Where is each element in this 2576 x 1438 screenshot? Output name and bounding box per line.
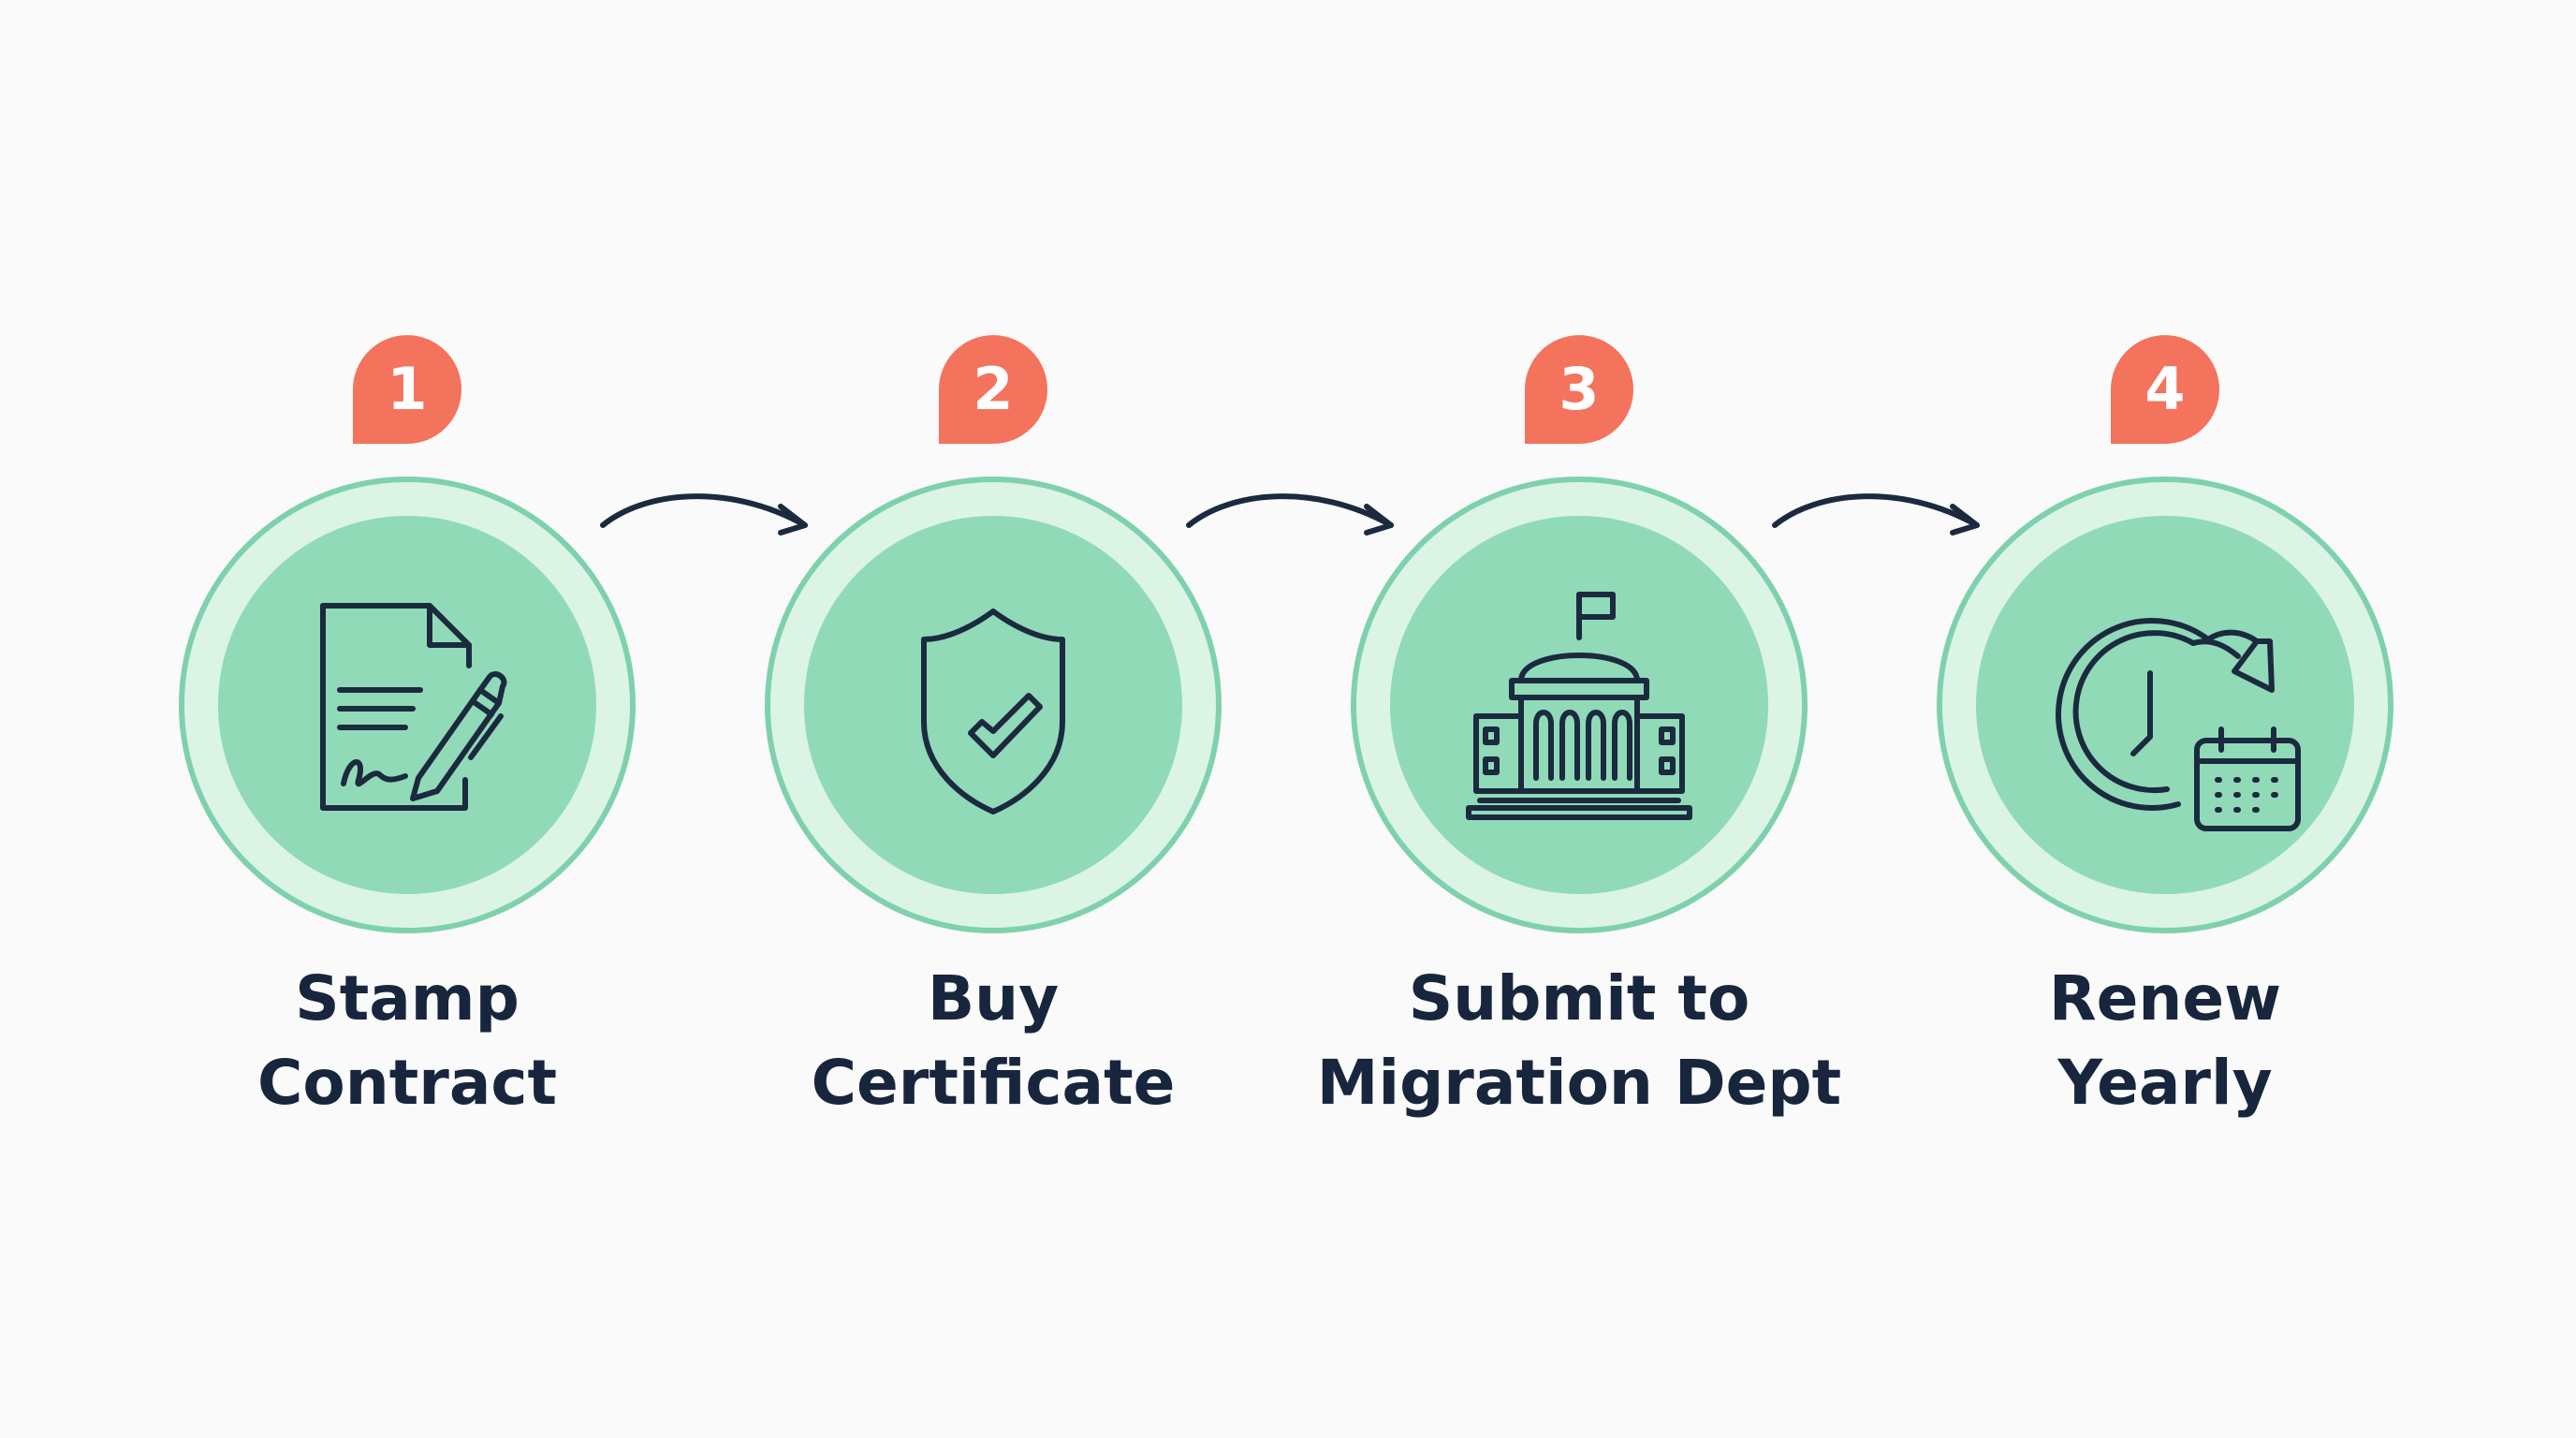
step-label: Buy Certificate xyxy=(811,962,1176,1119)
government-building-icon xyxy=(1466,592,1692,820)
arrow-right-icon xyxy=(600,493,808,536)
step-circle xyxy=(1942,482,2388,928)
step-label: Renew Yearly xyxy=(2048,962,2282,1119)
step-3: 3 Submit to xyxy=(1280,0,1879,1438)
step-2: 2 Buy Certificate xyxy=(694,0,1293,1438)
step-label: Stamp Contract xyxy=(256,962,558,1119)
signed-contract-icon xyxy=(320,603,507,811)
step-number-badge: 2 xyxy=(939,335,1047,444)
clock-calendar-renew-icon xyxy=(2056,618,2301,831)
step-label: Submit to Migration Dept xyxy=(1316,962,1842,1119)
step-number-badge: 3 xyxy=(1525,335,1633,444)
arrow-right-icon xyxy=(1186,493,1394,536)
step-circle xyxy=(770,482,1216,928)
step-circle xyxy=(1356,482,1802,928)
step-number-badge: 4 xyxy=(2111,335,2219,444)
step-circle xyxy=(184,482,630,928)
step-1: 1 Stamp Contract xyxy=(108,0,707,1438)
step-number-badge: 1 xyxy=(353,335,461,444)
step-4: 4 xyxy=(1866,0,2465,1438)
arrow-right-icon xyxy=(1772,493,1980,536)
shield-check-icon xyxy=(921,609,1065,814)
